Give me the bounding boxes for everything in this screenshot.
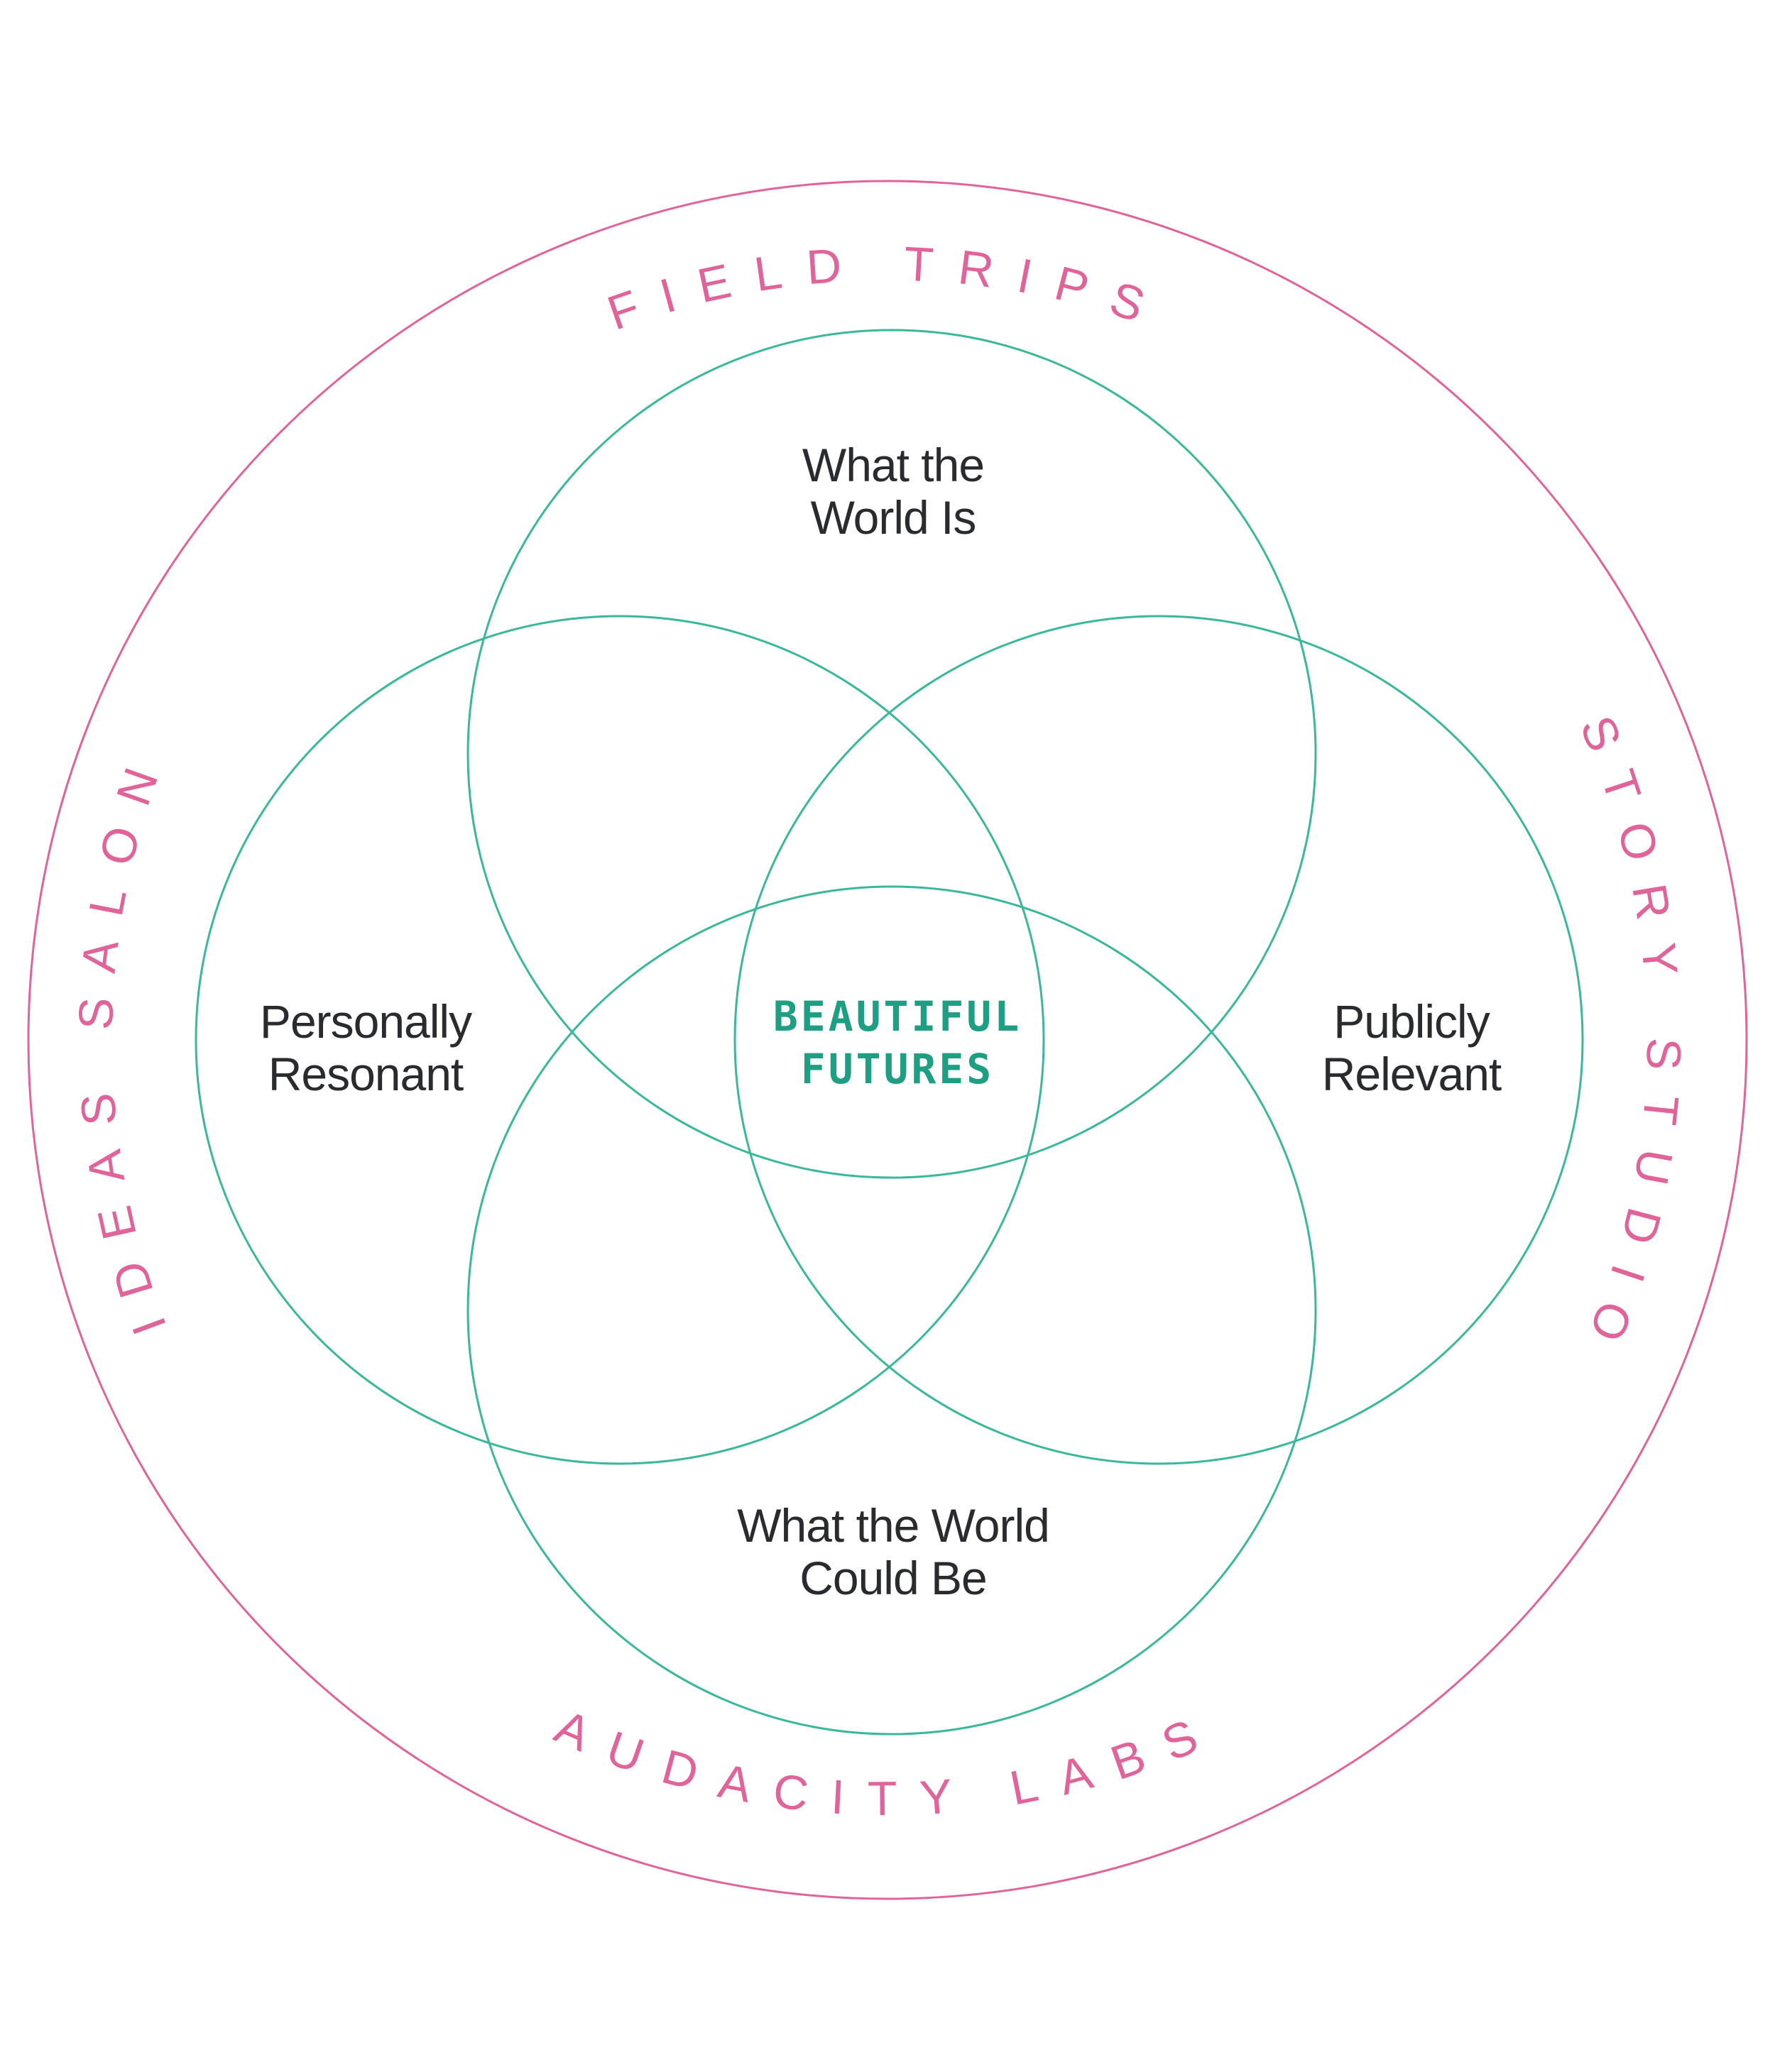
venn-label-bottom: What the World Could Be — [737, 1499, 1050, 1604]
venn-label-top-line2: World Is — [811, 491, 976, 544]
ring-label-top-text: FIELD TRIPS — [601, 237, 1149, 341]
venn-label-right-line2: Relevant — [1322, 1048, 1502, 1100]
center-label-line1: BEAUTIFUL — [773, 992, 1022, 1041]
venn-label-left: Personally Resonant — [260, 995, 473, 1100]
ring-label-left: IDEAS SALON — [68, 738, 177, 1342]
ring-label-left-text: IDEAS SALON — [68, 738, 153, 1342]
venn-label-right: Publicly Relevant — [1322, 995, 1502, 1100]
center-label: BEAUTIFUL FUTURES — [773, 992, 1022, 1093]
ring-label-bottom-text: AUDACITY LABS — [547, 1699, 1203, 1826]
ring-label-right: STORY STUDIO — [1570, 708, 1691, 1371]
venn-circle-left — [195, 615, 1045, 1465]
venn-label-left-line2: Resonant — [268, 1048, 464, 1100]
venn-label-bottom-line1: What the World — [737, 1499, 1049, 1552]
venn-label-bottom-line2: Could Be — [799, 1552, 987, 1604]
venn-circle-right — [733, 615, 1584, 1465]
venn-label-top: What the World Is — [802, 439, 985, 544]
ring-label-right-text: STORY STUDIO — [1570, 708, 1667, 1371]
venn-label-top-line1: What the — [802, 439, 984, 491]
ring-label-bottom: AUDACITY LABS — [547, 1699, 1228, 1826]
outer-ring — [27, 180, 1748, 1900]
venn-circle-bottom — [466, 885, 1317, 1736]
venn-circles — [195, 329, 1584, 1736]
venn-label-left-line1: Personally — [260, 995, 472, 1048]
ring-label-top: FIELD TRIPS — [601, 237, 1174, 341]
venn-label-right-line1: Publicly — [1333, 995, 1490, 1048]
venn-circle-top — [466, 329, 1317, 1179]
center-label-line2: FUTURES — [801, 1045, 994, 1093]
